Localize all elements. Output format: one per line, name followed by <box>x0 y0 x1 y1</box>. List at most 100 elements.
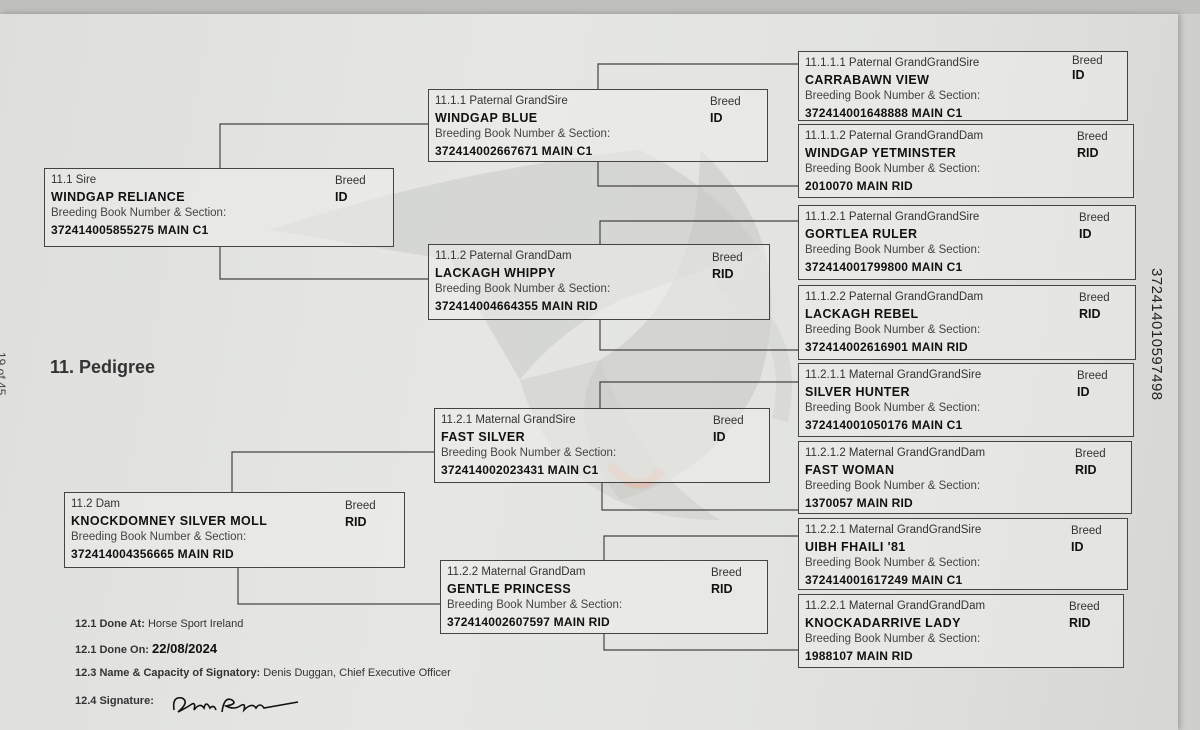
card-role: 11.1.1.2 Paternal GrandGrandDam <box>805 130 984 142</box>
breed-block: Breed ID <box>713 413 744 445</box>
dam-card: 11.2 Dam KNOCKDOMNEY SILVER MOLL Breedin… <box>64 492 405 568</box>
breed-label: Breed <box>713 415 744 427</box>
great-grandparent-card: 11.2.1.1 Maternal GrandGrandSire SILVER … <box>798 363 1134 437</box>
breeding-book-number: 372414004356665 MAIN RID <box>71 546 234 561</box>
breeding-book-label: Breeding Book Number & Section: <box>805 90 981 102</box>
breeding-book-number: 372414001617249 MAIN C1 <box>805 572 963 587</box>
breed-value: RID <box>1079 307 1101 321</box>
breed-value: ID <box>1079 227 1092 241</box>
breed-value: RID <box>711 582 733 596</box>
breed-value: RID <box>712 267 734 281</box>
signature-line: 12.4 Signature: <box>75 695 154 707</box>
signatory-line: 12.3 Name & Capacity of Signatory: Denis… <box>75 667 451 679</box>
done-on-value: 22/08/2024 <box>152 641 218 656</box>
breed-value: RID <box>345 515 367 529</box>
breeding-book-number: 372414001799800 MAIN C1 <box>805 259 963 274</box>
breeding-book-number: 372414001050176 MAIN C1 <box>805 417 963 432</box>
card-role: 11.2.2 Maternal GrandDam <box>447 566 586 578</box>
card-role: 11.2.1.2 Maternal GrandGrandDam <box>805 447 986 459</box>
done-on-label: 12.1 Done On: <box>75 644 149 656</box>
horse-name: FAST WOMAN <box>805 462 895 477</box>
breed-label: Breed <box>1071 525 1102 537</box>
breed-label: Breed <box>1075 448 1106 460</box>
breeding-book-label: Breeding Book Number & Section: <box>805 324 981 336</box>
section-title: 11. Pedigree <box>50 357 156 377</box>
horse-name: FAST SILVER <box>441 429 526 444</box>
great-grandparent-card: 11.1.2.1 Paternal GrandGrandSire GORTLEA… <box>798 205 1136 280</box>
breed-value: ID <box>335 190 348 204</box>
breeding-book-label: Breeding Book Number & Section: <box>71 531 247 543</box>
breed-value: RID <box>1069 616 1091 630</box>
breeding-book-number: 372414001648888 MAIN C1 <box>805 105 963 120</box>
breed-block: Breed RID <box>1069 599 1100 631</box>
breeding-book-number: 2010070 MAIN RID <box>805 178 913 193</box>
signatory-value: Denis Duggan, Chief Executive Officer <box>263 667 451 679</box>
breed-block: Breed RID <box>1075 446 1106 478</box>
horse-name: LACKAGH REBEL <box>805 306 919 321</box>
horse-name: WINDGAP RELIANCE <box>51 189 185 204</box>
breed-label: Breed <box>1079 212 1110 224</box>
breed-label: Breed <box>1079 292 1110 304</box>
breeding-book-label: Breeding Book Number & Section: <box>447 599 623 611</box>
breed-block: Breed RID <box>711 565 742 597</box>
horse-name: GENTLE PRINCESS <box>447 581 572 596</box>
paternal-grandsire-card: 11.1.1 Paternal GrandSire WINDGAP BLUE B… <box>428 89 768 162</box>
breed-value: ID <box>710 111 723 125</box>
breeding-book-label: Breeding Book Number & Section: <box>51 207 227 219</box>
breed-label: Breed <box>711 567 742 579</box>
breed-block: Breed ID <box>335 173 366 205</box>
breed-value: ID <box>1077 385 1090 399</box>
breeding-book-number: 372414004664355 MAIN RID <box>435 298 598 313</box>
breed-block: Breed RID <box>1079 290 1110 322</box>
breed-value: RID <box>1075 463 1097 477</box>
horse-name: GORTLEA RULER <box>805 226 918 241</box>
card-role: 11.2.1.1 Maternal GrandGrandSire <box>805 369 982 381</box>
page-top-edge <box>0 0 1200 14</box>
card-role: 11.1.2 Paternal GrandDam <box>435 250 572 262</box>
signatory-label: 12.3 Name & Capacity of Signatory: <box>75 667 261 679</box>
breed-block: Breed ID <box>1072 54 1103 82</box>
breed-label: Breed <box>710 96 741 108</box>
breeding-book-label: Breeding Book Number & Section: <box>805 633 981 645</box>
breeding-book-label: Breeding Book Number & Section: <box>805 244 981 256</box>
breeding-book-label: Breeding Book Number & Section: <box>805 402 981 414</box>
done-at-value: Horse Sport Ireland <box>147 618 244 630</box>
breed-label: Breed <box>1069 601 1100 613</box>
breeding-book-number: 372414002023431 MAIN C1 <box>441 462 599 477</box>
breed-value: RID <box>1077 146 1099 160</box>
horse-name: UIBH FHAILI '81 <box>805 539 906 554</box>
paternal-granddam-card: 11.1.2 Paternal GrandDam LACKAGH WHIPPY … <box>428 244 770 320</box>
breeding-book-label: Breeding Book Number & Section: <box>441 447 617 459</box>
breed-label: Breed <box>345 500 376 512</box>
breed-value: ID <box>713 430 726 444</box>
horse-name: KNOCKDOMNEY SILVER MOLL <box>71 513 268 528</box>
card-role: 11.1 Sire <box>51 174 97 186</box>
breed-block: Breed ID <box>710 94 741 126</box>
breeding-book-number: 1370057 MAIN RID <box>805 495 913 510</box>
breeding-book-label: Breeding Book Number & Section: <box>805 557 981 569</box>
breeding-book-number: 1988107 MAIN RID <box>805 648 913 663</box>
breed-value: ID <box>1072 68 1085 82</box>
breed-block: Breed RID <box>712 250 743 282</box>
card-role: 11.2 Dam <box>71 498 121 510</box>
card-role: 11.1.1 Paternal GrandSire <box>435 95 568 107</box>
signature-label: 12.4 Signature: <box>75 695 154 707</box>
breed-value: ID <box>1071 540 1084 554</box>
great-grandparent-card: 11.2.2.1 Maternal GrandGrandSire UIBH FH… <box>798 518 1128 590</box>
breed-block: Breed RID <box>1077 129 1108 161</box>
breed-block: Breed ID <box>1079 210 1110 242</box>
horse-name: KNOCKADARRIVE LADY <box>805 615 961 630</box>
breeding-book-number: 372414002616901 MAIN RID <box>805 339 968 354</box>
breeding-book-label: Breeding Book Number & Section: <box>435 283 611 295</box>
great-grandparent-card: 11.1.2.2 Paternal GrandGrandDam LACKAGH … <box>798 285 1136 360</box>
breed-label: Breed <box>1077 370 1108 382</box>
breeding-book-number: 372414002607597 MAIN RID <box>447 614 610 629</box>
card-role: 11.2.2.1 Maternal GrandGrandDam <box>805 600 986 612</box>
breed-label: Breed <box>712 252 743 264</box>
page-number: 19 of 45 <box>0 352 8 396</box>
maternal-grandsire-card: 11.2.1 Maternal GrandSire FAST SILVER Br… <box>434 408 770 483</box>
horse-name: SILVER HUNTER <box>805 384 910 399</box>
breed-label: Breed <box>1077 131 1108 143</box>
great-grandparent-card: 11.1.1.2 Paternal GrandGrandDam WINDGAP … <box>798 124 1134 198</box>
